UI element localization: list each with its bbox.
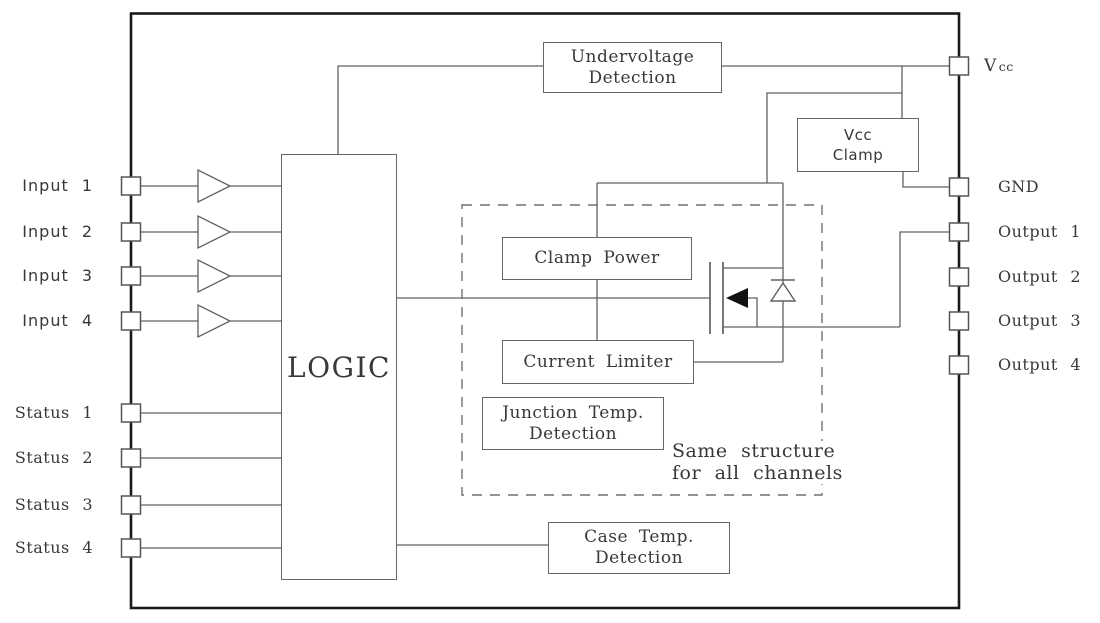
pin-status-3 bbox=[120, 495, 142, 515]
pin-output-2 bbox=[948, 267, 970, 287]
wire-vcc-rail bbox=[766, 92, 902, 183]
wire-uvd-logic bbox=[337, 65, 543, 154]
pin-output-3 bbox=[948, 311, 970, 331]
case-temp-detection-block: Case Temp. Detection bbox=[548, 522, 730, 574]
mosfet-symbol bbox=[709, 262, 797, 334]
current-limiter-block: Current Limiter bbox=[502, 340, 694, 384]
junction-temp-label-line1: Junction Temp. bbox=[502, 402, 644, 423]
pin-gnd bbox=[948, 177, 970, 197]
logic-block: LOGIC bbox=[281, 154, 397, 580]
vcc-clamp-label-line1: Vcc bbox=[843, 126, 873, 144]
junction-temp-detection-block: Junction Temp. Detection bbox=[482, 397, 664, 450]
annotation-line2: for all channels bbox=[672, 461, 843, 484]
wires bbox=[141, 65, 950, 549]
label-output-4: Output 4 bbox=[998, 355, 1082, 374]
vcc-clamp-block: Vcc Clamp bbox=[797, 118, 919, 172]
label-vcc-main: V bbox=[984, 56, 997, 76]
label-status-3: Status 3 bbox=[14, 495, 93, 514]
label-input-4: Input 4 bbox=[22, 311, 93, 330]
pin-output-4 bbox=[948, 355, 970, 375]
logic-block-label: LOGIC bbox=[287, 350, 391, 384]
mosfet-body-arrow-icon bbox=[726, 288, 748, 308]
same-structure-annotation: Same structure for all channels bbox=[670, 440, 845, 484]
wire-output1 bbox=[899, 231, 950, 327]
buffer-icon-input2 bbox=[197, 214, 232, 250]
pin-status-4 bbox=[120, 538, 142, 558]
label-output-3: Output 3 bbox=[998, 311, 1082, 330]
undervoltage-detection-label-line2: Detection bbox=[588, 67, 677, 88]
label-input-2: Input 2 bbox=[22, 222, 93, 241]
channel-structure-dashed-box bbox=[461, 204, 823, 496]
current-limiter-label: Current Limiter bbox=[523, 351, 673, 372]
annotation-line1: Same structure bbox=[672, 440, 836, 462]
buffer-icon-input1 bbox=[197, 168, 232, 204]
pin-vcc bbox=[948, 56, 970, 76]
case-temp-label-line2: Detection bbox=[594, 548, 684, 568]
wire-clamp-gnd bbox=[902, 170, 950, 188]
pin-output-1 bbox=[948, 222, 970, 242]
ic-boundary bbox=[129, 12, 961, 610]
label-vcc-sub: cc bbox=[998, 59, 1014, 74]
pin-input-4 bbox=[120, 311, 142, 331]
mosfet-body-connector bbox=[748, 297, 758, 327]
clamp-power-label: Clamp Power bbox=[534, 248, 660, 268]
pin-input-2 bbox=[120, 222, 142, 242]
label-output-1: Output 1 bbox=[998, 222, 1082, 241]
buffer-icon-input4 bbox=[197, 303, 232, 339]
clamp-power-block: Clamp Power bbox=[502, 237, 692, 280]
undervoltage-detection-block: Undervoltage Detection bbox=[543, 42, 722, 93]
pin-input-1 bbox=[120, 176, 142, 196]
input-buffers bbox=[197, 168, 232, 339]
pins bbox=[120, 56, 970, 558]
case-temp-label-line1: Case Temp. bbox=[584, 527, 694, 547]
pin-input-3 bbox=[120, 266, 142, 286]
label-output-2: Output 2 bbox=[998, 267, 1082, 286]
label-status-2: Status 2 bbox=[14, 448, 93, 467]
undervoltage-detection-label-line1: Undervoltage bbox=[570, 46, 695, 67]
label-gnd: GND bbox=[998, 177, 1040, 196]
buffer-icon-input3 bbox=[197, 258, 232, 294]
pin-status-2 bbox=[120, 448, 142, 468]
diode-triangle-icon bbox=[769, 281, 797, 302]
label-status-1: Status 1 bbox=[14, 403, 93, 422]
vcc-clamp-label-line2: Clamp bbox=[832, 146, 884, 164]
label-input-1: Input 1 bbox=[22, 176, 93, 195]
junction-temp-label-line2: Detection bbox=[528, 423, 618, 444]
label-input-3: Input 3 bbox=[22, 266, 93, 285]
pin-status-1 bbox=[120, 403, 142, 423]
label-status-4: Status 4 bbox=[14, 538, 93, 557]
